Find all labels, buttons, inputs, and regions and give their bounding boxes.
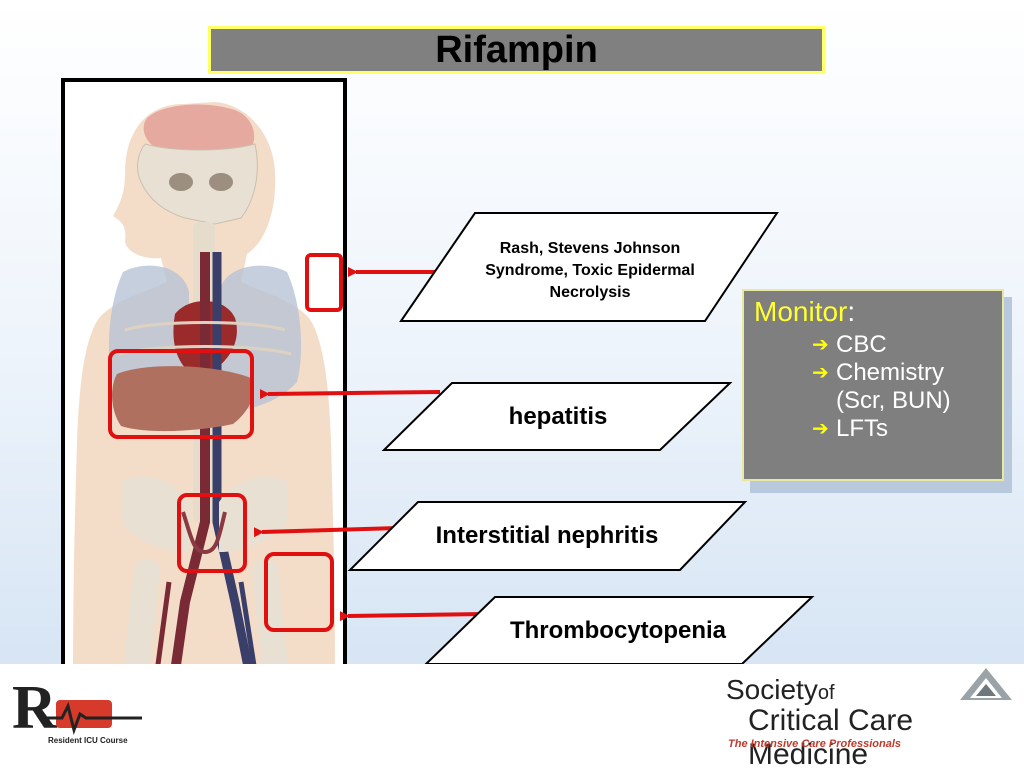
brain <box>143 104 255 150</box>
arrow-right-icon: ➔ <box>812 334 829 356</box>
slide-title: Rifampin <box>435 28 598 71</box>
anatomy-illustration <box>73 102 335 668</box>
ricu-caption: Resident ICU Course <box>48 736 128 745</box>
monitor-item: ➔CBC <box>812 331 887 358</box>
footer <box>0 664 1024 768</box>
monitor-heading: Monitor: <box>754 296 856 327</box>
sccm-tagline: The Intensive Care Professionals <box>728 738 902 750</box>
hepatitis-label: hepatitis <box>508 403 608 430</box>
sccm-society: Societyof <box>726 674 835 705</box>
ricu-logo: R <box>12 674 142 742</box>
pelvis <box>121 476 189 552</box>
left-femur <box>124 559 160 668</box>
monitor-item: ➔Chemistry(Scr, BUN) <box>812 359 951 414</box>
sccm-name: Critical Care Medicine <box>748 704 914 771</box>
arrow-right-icon: ➔ <box>812 418 829 440</box>
title-box: Rifampin <box>208 26 825 74</box>
liver <box>112 366 254 432</box>
rash-label: Rash, Stevens Johnson Syndrome, Toxic Ep… <box>485 240 695 301</box>
svg-text:R: R <box>12 674 58 742</box>
skull <box>137 143 258 225</box>
sccm-triangle-logo <box>960 668 1012 700</box>
monitor-list: ➔CBC ➔Chemistry(Scr, BUN) ➔LFTs <box>812 331 992 443</box>
thrombo-label: Thrombocytopenia <box>509 617 726 644</box>
monitor-box: Monitor: ➔CBC ➔Chemistry(Scr, BUN) ➔LFTs <box>742 289 1004 481</box>
nephritis-label: Interstitial nephritis <box>435 522 659 549</box>
arrow-right-icon: ➔ <box>812 362 829 384</box>
monitor-item: ➔LFTs <box>812 415 889 442</box>
anatomy-panel <box>61 78 347 668</box>
